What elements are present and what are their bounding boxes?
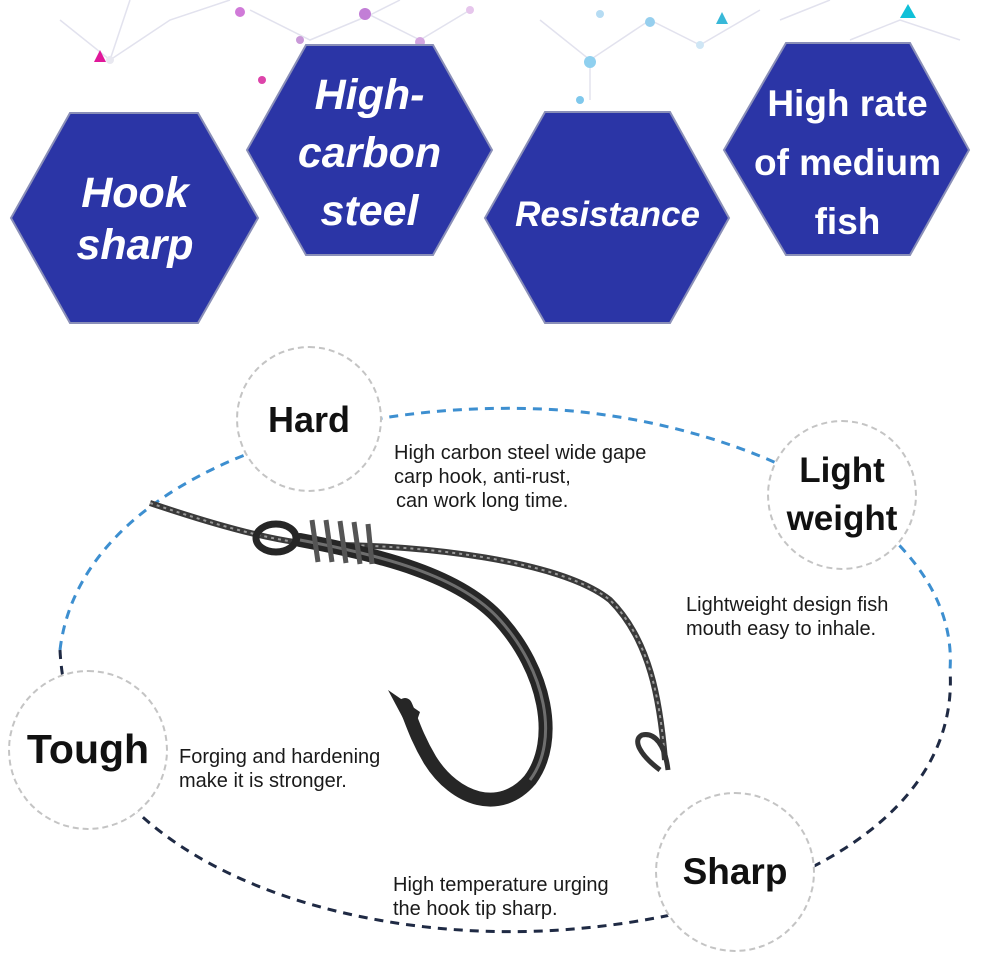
feature-desc-tough: Forging and hardening make it is stronge…	[179, 746, 381, 792]
hexagon-high-rate-of-medium-fish	[722, 42, 971, 256]
feature-circle-hard: Hard	[236, 346, 382, 492]
feature-circle-light-weight: Light weight	[767, 420, 917, 570]
hexagon-high-carbon-steel	[245, 44, 494, 256]
hexagon-label-high-rate-of-medium-fish: High rate of medium fish	[753, 82, 942, 242]
feature-circle-tough: Tough	[8, 670, 168, 830]
hexagon-resistance	[483, 111, 731, 324]
feature-desc-sharp: High temperature urging the hook tip sha…	[393, 874, 609, 920]
feature-title-weight: weight	[786, 499, 898, 538]
feature-title-light: Light	[799, 451, 885, 490]
feature-title-hard: Hard	[267, 398, 351, 440]
hexagon-label-high-carbon-steel: High- carbon steel	[297, 70, 442, 235]
feature-desc-light-weight: Lightweight design fish mouth easy to in…	[686, 594, 889, 640]
feature-title-sharp: Sharp	[682, 850, 788, 892]
hexagon-hook-sharp	[9, 112, 260, 324]
feature-title-tough: Tough	[26, 726, 150, 773]
feature-desc-hard: High carbon steel wide gape carp hook, a…	[394, 442, 647, 512]
feature-circle-sharp: Sharp	[655, 792, 815, 952]
hexagon-label-hook-sharp: Hook sharp	[76, 169, 194, 269]
hexagon-label-resistance: Resistance	[515, 195, 700, 234]
